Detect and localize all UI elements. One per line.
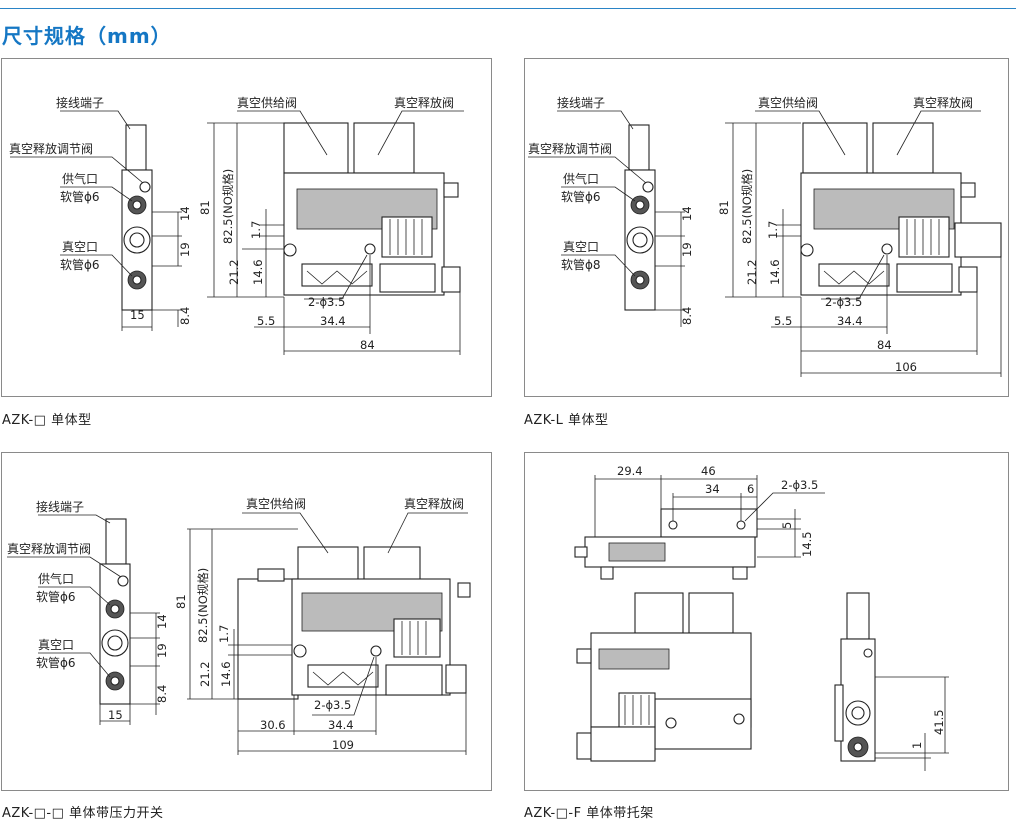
dim-84: 84 bbox=[877, 338, 892, 352]
label-vacuum-port: 真空口 bbox=[62, 240, 98, 254]
label-terminal: 接线端子 bbox=[557, 95, 605, 110]
dim-21-2: 21.2 bbox=[198, 661, 212, 687]
dim-84: 84 bbox=[360, 338, 375, 352]
dim-21-2: 21.2 bbox=[227, 259, 241, 285]
dim-14: 14 bbox=[155, 614, 169, 629]
dim-hole: 2-ϕ3.5 bbox=[314, 698, 351, 712]
dim-6: 6 bbox=[747, 482, 754, 496]
dim-1: 1 bbox=[910, 742, 924, 749]
dim-5-5: 5.5 bbox=[257, 314, 275, 328]
label-regulator: 真空释放调节阀 bbox=[9, 141, 93, 156]
drawing-single: 接线端子 真空释放调节阀 供气口 软管ϕ6 真空口 软管ϕ6 真空供给阀 真空释… bbox=[9, 95, 464, 355]
l-fitting-extension bbox=[954, 222, 1002, 258]
label-supply-port: 供气口 bbox=[62, 171, 98, 186]
dim-109: 109 bbox=[332, 738, 354, 752]
label-vacuum-port: 真空口 bbox=[563, 240, 599, 254]
dim-82-5: 82.5(NO规格) bbox=[196, 568, 210, 643]
dim-46: 46 bbox=[701, 464, 716, 478]
label-terminal: 接线端子 bbox=[56, 95, 104, 110]
label-release-valve: 真空释放阀 bbox=[394, 95, 454, 110]
dim-1-7: 1.7 bbox=[766, 221, 780, 239]
dim-30-6: 30.6 bbox=[260, 718, 286, 732]
caption-single: AZK-□ 单体型 bbox=[2, 413, 92, 428]
dim-34: 34 bbox=[705, 482, 720, 496]
dim-15: 15 bbox=[108, 708, 123, 722]
label-vacuum-tube: 软管ϕ6 bbox=[36, 655, 76, 670]
panel-single-l: 接线端子 真空释放调节阀 供气口 软管ϕ6 真空口 软管ϕ8 真空供给阀 真空释… bbox=[524, 58, 1009, 397]
dim-5-5: 5.5 bbox=[774, 314, 792, 328]
label-release-valve: 真空释放阀 bbox=[913, 95, 973, 110]
dim-19: 19 bbox=[155, 643, 169, 658]
dim-1-7: 1.7 bbox=[217, 625, 231, 643]
dim-34-4: 34.4 bbox=[320, 314, 346, 328]
panel-bracket: 29.4 46 34 6 2-ϕ3.5 5 14.5 41.5 1 bbox=[524, 452, 1009, 791]
label-supply-valve: 真空供给阀 bbox=[246, 497, 306, 511]
dim-8-4: 8.4 bbox=[155, 685, 169, 703]
drawing-bracket: 29.4 46 34 6 2-ϕ3.5 5 14.5 41.5 1 bbox=[574, 464, 949, 771]
dim-34-4: 34.4 bbox=[837, 314, 863, 328]
dim-hole: 2-ϕ3.5 bbox=[781, 478, 818, 492]
panel-single: 接线端子 真空释放调节阀 供气口 软管ϕ6 真空口 软管ϕ6 真空供给阀 真空释… bbox=[1, 58, 492, 397]
label-supply-valve: 真空供给阀 bbox=[758, 96, 818, 110]
caption-pressure-switch: AZK-□-□ 单体带压力开关 bbox=[2, 806, 164, 821]
pressure-switch-body bbox=[237, 578, 299, 700]
dim-14: 14 bbox=[680, 206, 694, 221]
dim-1-7: 1.7 bbox=[249, 221, 263, 239]
label-terminal: 接线端子 bbox=[36, 499, 84, 514]
label-vacuum-tube: 软管ϕ6 bbox=[60, 257, 100, 272]
dim-81: 81 bbox=[174, 594, 188, 609]
dim-15: 15 bbox=[130, 308, 145, 322]
dim-106: 106 bbox=[895, 360, 917, 374]
dim-19: 19 bbox=[680, 242, 694, 257]
label-supply-valve: 真空供给阀 bbox=[237, 96, 297, 110]
label-supply-tube: 软管ϕ6 bbox=[36, 589, 76, 604]
terminal-block bbox=[125, 124, 147, 171]
dim-5: 5 bbox=[780, 522, 794, 529]
dim-29-4: 29.4 bbox=[617, 464, 643, 478]
dim-41-5: 41.5 bbox=[932, 709, 946, 735]
caption-bracket: AZK-□-F 单体带托架 bbox=[524, 806, 654, 821]
release-valve-body bbox=[353, 122, 415, 174]
header-rule bbox=[0, 8, 1016, 9]
dim-81: 81 bbox=[717, 200, 731, 215]
label-vacuum-port: 真空口 bbox=[38, 638, 74, 652]
dim-hole: 2-ϕ3.5 bbox=[825, 295, 862, 309]
dim-34-4: 34.4 bbox=[328, 718, 354, 732]
label-supply-port: 供气口 bbox=[38, 571, 74, 586]
panel-pressure-switch: 接线端子 真空释放调节阀 供气口 软管ϕ6 真空口 软管ϕ6 真空供给阀 真空释… bbox=[1, 452, 492, 791]
page-title: 尺寸规格（mm） bbox=[2, 24, 172, 48]
dim-14-6: 14.6 bbox=[219, 661, 233, 687]
label-supply-tube: 软管ϕ6 bbox=[561, 189, 601, 204]
label-release-valve: 真空释放阀 bbox=[404, 496, 464, 511]
dim-8-4: 8.4 bbox=[178, 307, 192, 325]
label-regulator: 真空释放调节阀 bbox=[7, 541, 91, 556]
label-supply-port: 供气口 bbox=[563, 171, 599, 186]
label-supply-tube: 软管ϕ6 bbox=[60, 189, 100, 204]
dim-hole: 2-ϕ3.5 bbox=[308, 295, 345, 309]
dim-8-4: 8.4 bbox=[680, 307, 694, 325]
dim-14-6: 14.6 bbox=[251, 259, 265, 285]
dim-82-5: 82.5(NO规格) bbox=[221, 169, 235, 244]
supply-valve-body bbox=[283, 122, 349, 174]
dim-14-6: 14.6 bbox=[768, 259, 782, 285]
regulator-knob bbox=[139, 181, 151, 193]
dim-82-5: 82.5(NO规格) bbox=[740, 169, 754, 244]
caption-single-l: AZK-L 单体型 bbox=[524, 413, 609, 428]
dim-21-2: 21.2 bbox=[745, 259, 759, 285]
dim-14: 14 bbox=[178, 206, 192, 221]
dim-14-5: 14.5 bbox=[800, 531, 814, 557]
label-regulator: 真空释放调节阀 bbox=[528, 141, 612, 156]
drawing-pressure-switch: 接线端子 真空释放调节阀 供气口 软管ϕ6 真空口 软管ϕ6 真空供给阀 真空释… bbox=[7, 496, 471, 755]
drawing-single-l: 接线端子 真空释放调节阀 供气口 软管ϕ6 真空口 软管ϕ8 真空供给阀 真空释… bbox=[528, 95, 1002, 377]
label-vacuum-tube: 软管ϕ8 bbox=[561, 257, 601, 272]
dim-19: 19 bbox=[178, 242, 192, 257]
dim-81: 81 bbox=[198, 200, 212, 215]
